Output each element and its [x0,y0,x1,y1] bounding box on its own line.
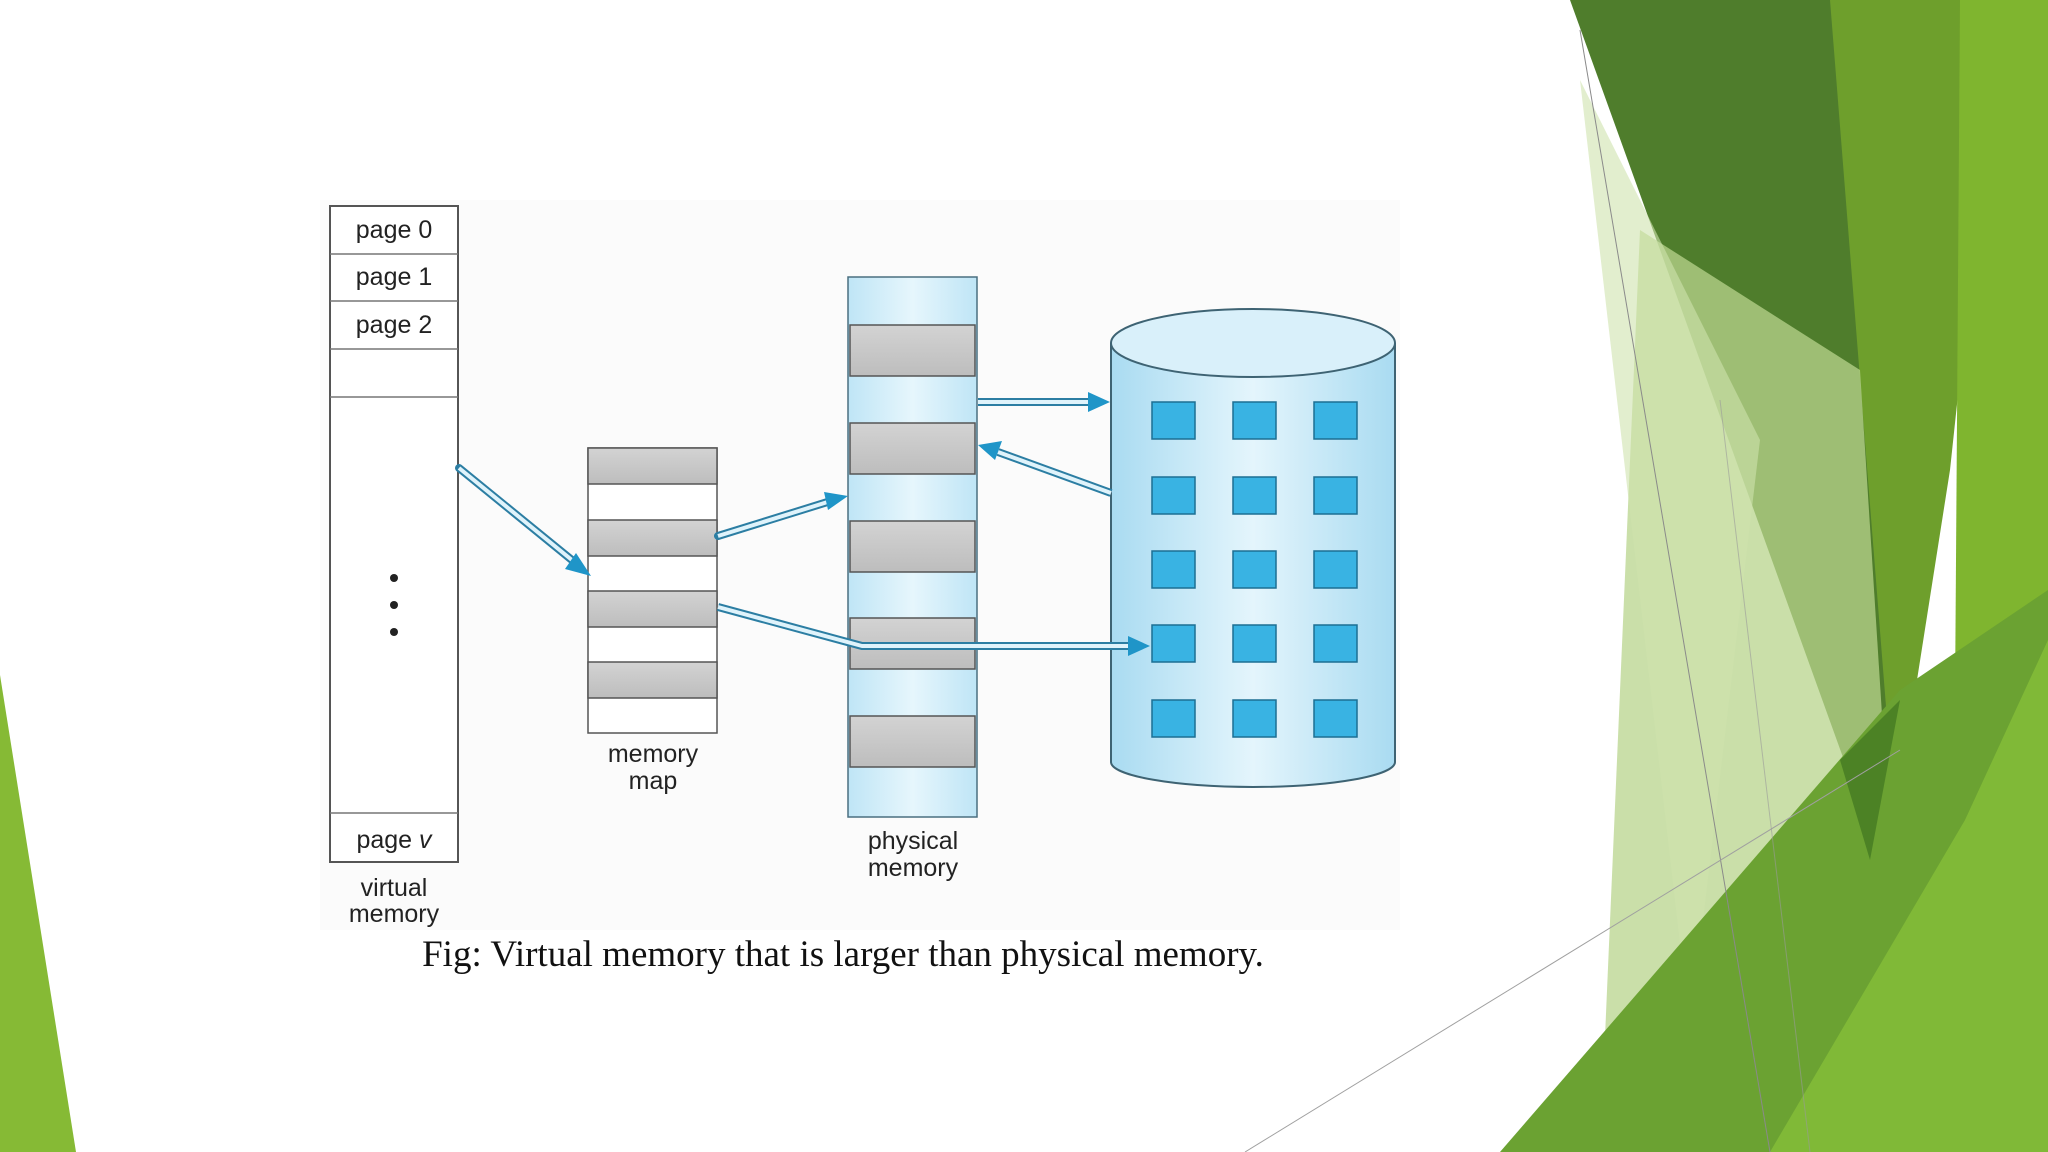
ellipsis-dot [390,574,398,582]
frame-used [849,715,976,768]
frame-used [849,324,976,377]
figure-caption: Fig: Virtual memory that is larger than … [422,934,1264,975]
memory-map: memory map [587,447,718,795]
memory-map-label: map [629,767,678,795]
disk-block [1232,401,1277,440]
disk-block [1151,476,1196,515]
thin-line-3 [1719,399,1811,1152]
disk-block [1232,550,1277,589]
disk-block [1313,401,1358,440]
thin-line-1 [1579,29,1771,1152]
disk-block [1232,476,1277,515]
page-label: page 2 [356,311,432,339]
arrow-shaft-highlight [457,466,580,567]
disk-blocks [1151,401,1358,738]
arrow-head [565,553,591,576]
arrow-shaft-highlight [717,498,835,538]
disk-block [1313,699,1358,738]
disk-block [1232,699,1277,738]
arrow-head [978,441,1002,460]
arrow-head [1128,636,1150,656]
bottom-dark-sliver [1840,700,1900,860]
arrow-shaft-highlight [717,605,1130,648]
bottom-right-bright-green [1770,640,2048,1152]
map-entry-mapped [587,590,718,628]
disk-block [1313,550,1358,589]
page-label: page 1 [356,263,432,291]
arrow-head [1088,392,1110,412]
arrow-head [824,492,848,510]
physical-memory: physical memory [847,276,978,882]
disk-top [1110,308,1396,378]
memory-map-label: memory [608,740,699,768]
thin-line-2 [1244,749,1901,1152]
map-entry-mapped [587,661,718,699]
physical-memory-label: memory [868,854,959,882]
disk-block [1151,699,1196,738]
map-entry-mapped [587,447,718,485]
right-pale-wedge [1580,80,1760,1030]
virtual-memory-label: virtual [361,874,428,902]
disk-block [1313,624,1358,663]
frame-used [849,520,976,573]
right-green-band [1830,0,2000,820]
page-label: page 0 [356,216,432,244]
disk-block [1151,401,1196,440]
ellipsis-dot [390,628,398,636]
ellipsis-dot [390,601,398,609]
virtual-memory: page 0 page 1 page 2 page v virtual memo… [329,205,459,928]
disk-block [1151,550,1196,589]
disk-block [1232,624,1277,663]
virtual-memory-frame [329,205,459,863]
virtual-memory-label: memory [349,900,440,928]
frame-used [849,422,976,475]
disk-cylinder [1110,308,1396,788]
physical-memory-label: physical [868,827,958,855]
left-green-wedge [0,675,76,1152]
disk-block [1313,476,1358,515]
arrows [455,392,1150,656]
disk-block [1151,624,1196,663]
arrow-shaft-highlight [997,450,1112,495]
right-olive-band [1955,0,2048,700]
last-page-label: page v [356,826,433,854]
map-entry-mapped [587,519,718,557]
